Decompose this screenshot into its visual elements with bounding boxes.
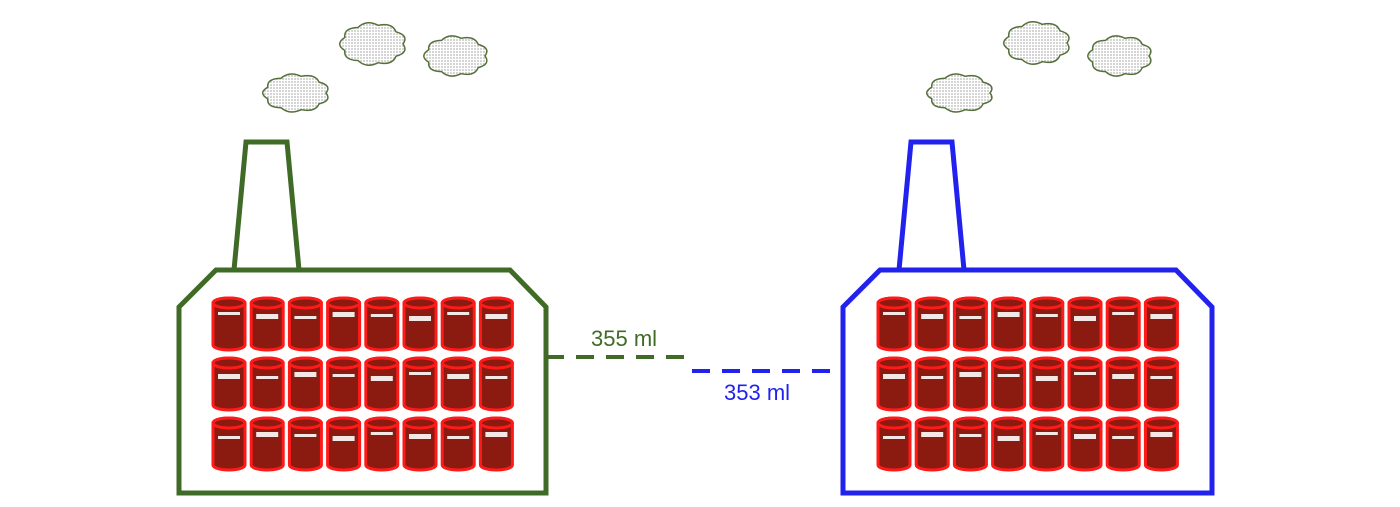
left-can (364, 296, 400, 352)
left-can (211, 416, 247, 472)
right-can (1067, 356, 1103, 412)
right-can (952, 416, 988, 472)
left-can (364, 416, 400, 472)
left-can (249, 296, 285, 352)
right-smoke-puff (1087, 35, 1152, 77)
left-can (326, 416, 362, 472)
left-can (326, 356, 362, 412)
right-can (876, 416, 912, 472)
right-can (914, 356, 950, 412)
right-can (952, 296, 988, 352)
left-can (211, 356, 247, 412)
right-smoke (925, 21, 1152, 113)
left-chimney (231, 139, 302, 271)
right-can (1029, 416, 1065, 472)
left-can (249, 416, 285, 472)
left-factory (176, 22, 549, 496)
left-can (440, 416, 476, 472)
left-smoke-puff (338, 22, 406, 66)
right-smoke-puff (925, 73, 993, 113)
right-can-grid (876, 296, 1179, 472)
left-can (326, 296, 362, 352)
left-can (440, 296, 476, 352)
right-can (1029, 296, 1065, 352)
right-can (1143, 356, 1179, 412)
right-can (914, 416, 950, 472)
right-can (1029, 356, 1065, 412)
left-can (440, 356, 476, 412)
right-can (1143, 296, 1179, 352)
left-can (402, 356, 438, 412)
left-smoke-puff (261, 73, 329, 113)
right-can (876, 296, 912, 352)
right-can (991, 356, 1027, 412)
left-can (364, 356, 400, 412)
left-can (478, 296, 514, 352)
left-can (402, 416, 438, 472)
right-can (991, 416, 1027, 472)
right-can (914, 296, 950, 352)
right-can (991, 296, 1027, 352)
right-can (1105, 296, 1141, 352)
left-can (402, 296, 438, 352)
right-can (876, 356, 912, 412)
left-can (249, 356, 285, 412)
left-smoke (261, 22, 488, 113)
left-can (287, 356, 323, 412)
left-can (211, 296, 247, 352)
right-can (1105, 416, 1141, 472)
right-chimney (896, 139, 967, 271)
right-can (952, 356, 988, 412)
right-can (1143, 416, 1179, 472)
left-can (478, 416, 514, 472)
left-smoke-puff (423, 35, 488, 77)
left-volume-label: 355 ml (591, 326, 657, 351)
left-can (287, 296, 323, 352)
right-can (1067, 416, 1103, 472)
right-volume-label: 353 ml (724, 380, 790, 405)
right-can (1067, 296, 1103, 352)
right-smoke-puff (1002, 21, 1070, 65)
right-can (1105, 356, 1141, 412)
left-can-grid (211, 296, 514, 472)
left-can (287, 416, 323, 472)
right-factory-building (840, 267, 1215, 496)
left-factory-building (176, 267, 549, 496)
left-can (478, 356, 514, 412)
right-factory (840, 21, 1215, 496)
